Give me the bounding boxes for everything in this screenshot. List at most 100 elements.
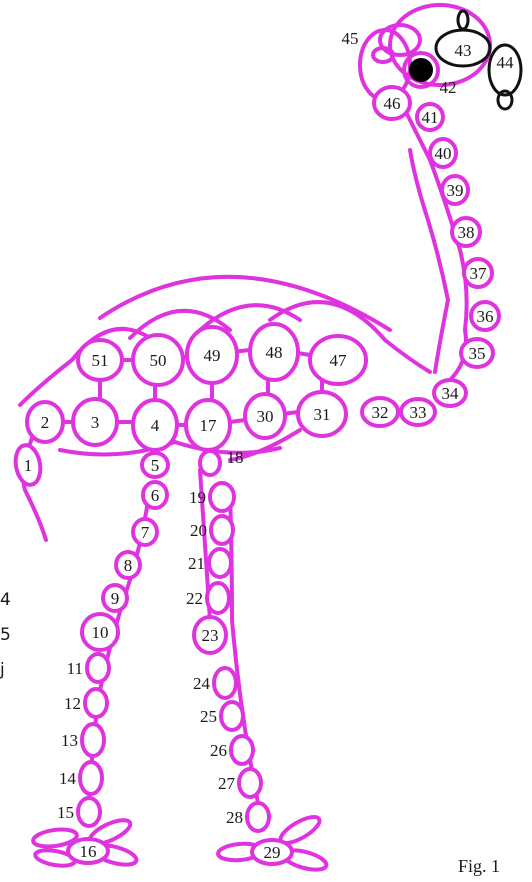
ring-4: 4 [133,400,177,450]
ring-label: 20 [190,521,207,540]
ring-label: 28 [226,808,243,827]
side-text-1: 4 [0,592,11,609]
ring-50: 50 [133,335,183,385]
ring-7: 7 [133,519,157,545]
ring-3: 3 [73,399,117,445]
ring-8: 8 [116,552,140,578]
ring-49: 49 [187,327,237,383]
ring-label: 9 [111,589,120,608]
ring-label: 31 [314,405,331,424]
ring-label: 26 [210,741,227,760]
ring-loop [200,451,220,475]
ring-loop [247,803,269,831]
ring-label: 30 [257,407,274,426]
ring-label: 4 [151,416,160,435]
ring-loop [239,769,261,797]
ring-label: 29 [264,843,281,862]
ring-51: 51 [78,340,122,380]
ring-label: 13 [61,731,78,750]
ring-label: 38 [458,223,475,242]
ring-5: 5 [142,453,168,477]
ring-label: 21 [188,554,205,573]
ring-label: 2 [41,413,50,432]
ring-9: 9 [103,585,127,611]
ring-label: 43 [455,41,472,60]
ring-label: 16 [80,842,97,861]
ring-48: 48 [250,324,298,380]
ring-17: 17 [186,400,230,450]
ring-label: 33 [410,403,427,422]
ring-21: 21 [188,549,231,577]
ring-14: 14 [59,762,102,794]
ring-loop [214,668,236,698]
ring-32: 32 [362,398,398,426]
ring-loop [78,798,100,826]
ring-label: 11 [67,659,83,678]
ring-36: 36 [471,302,499,330]
ring-11: 11 [67,654,109,682]
ring-12: 12 [64,689,107,717]
ring-label: 6 [151,486,160,505]
ring-loop [80,762,102,794]
ring-40: 40 [430,139,456,167]
ring-label: 17 [200,416,218,435]
ring-label: 44 [497,53,515,72]
ring-27: 27 [218,769,261,797]
ring-label: 48 [266,343,283,362]
ring-label: 14 [59,769,77,788]
ring-2: 2 [27,402,63,442]
ring-29: 29 [252,840,292,864]
ring-label: 35 [469,344,486,363]
ring-19: 19 [189,483,234,511]
ring-39: 39 [442,176,468,204]
ring-label: 18 [227,448,244,467]
ring-24: 24 [193,668,236,698]
ring-28: 28 [226,803,269,831]
ring-label: 47 [330,351,348,370]
ring-label: 51 [92,351,109,370]
ring-label: 7 [141,523,150,542]
ring-46: 46 [374,87,410,119]
ring-label: 37 [470,264,488,283]
ring-43: 43 [455,41,472,60]
side-text-2: 5 [0,627,11,644]
side-text-3: j [0,662,5,679]
ring-6: 6 [143,482,167,508]
ring-label: 23 [202,626,219,645]
ring-37: 37 [464,259,492,287]
ring-label: 41 [422,108,439,127]
ring-loop [87,654,109,682]
ring-38: 38 [452,218,480,246]
ring-34: 34 [434,380,466,406]
figure-caption: Fig. 1 [458,856,500,876]
ring-label: 40 [435,144,452,163]
ring-30: 30 [245,394,285,438]
ring-label: 8 [124,556,133,575]
ring-25: 25 [200,702,243,730]
ring-45: 45 [342,29,359,48]
ring-label: 27 [218,774,236,793]
ring-23: 23 [194,617,226,653]
ring-41: 41 [417,104,443,130]
ring-loop [82,724,104,756]
ring-31: 31 [298,392,346,436]
ring-loop [221,702,243,730]
ring-label: 39 [447,181,464,200]
ring-label: 45 [342,29,359,48]
ring-label: 22 [186,589,203,608]
ring-label: 5 [151,456,160,475]
ring-20: 20 [190,516,233,544]
ring-label: 19 [189,488,206,507]
ring-15: 15 [57,798,100,826]
ring-35: 35 [461,339,493,367]
ring-label: 25 [200,707,217,726]
ring-label: 46 [384,94,401,113]
eye-dot [409,58,433,82]
ring-label: 42 [440,78,457,97]
ring-label: 34 [442,384,460,403]
ring-47: 47 [310,336,366,384]
ring-label: 32 [372,403,389,422]
ring-42: 42 [440,78,457,97]
